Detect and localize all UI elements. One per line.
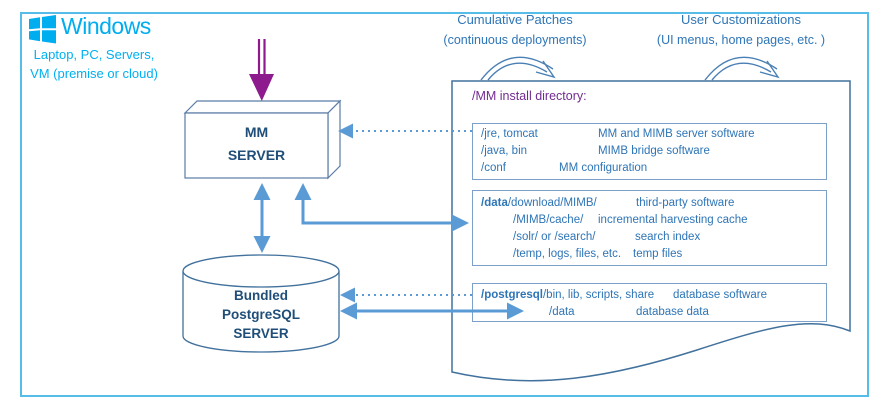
dirbox-server-software: /jre, tomcat MM and MIMB server software… [472, 123, 827, 180]
dir-desc: search index [635, 231, 701, 243]
cumulative-patches-label: Cumulative Patches (continuous deploymen… [400, 10, 630, 50]
customizations-subtitle: (UI menus, home pages, etc. ) [656, 33, 826, 47]
dir-desc: MIMB bridge software [598, 145, 710, 157]
dir-desc: database data [636, 306, 709, 318]
dir-path: /data/download/MIMB/ [481, 197, 597, 209]
windows-wordmark: Windows [61, 13, 151, 39]
dir-desc: MM configuration [559, 162, 648, 174]
patches-subtitle: (continuous deployments) [443, 33, 587, 47]
dir-path: /java, bin [481, 145, 528, 157]
windows-subtitle-line2: VM (premise or cloud) [30, 66, 158, 81]
dir-path: /data [549, 306, 575, 318]
dir-row: /data database data [473, 304, 826, 321]
windows-subtitle: Laptop, PC, Servers, VM (premise or clou… [16, 45, 172, 83]
dir-row: /data/download/MIMB/ third-party softwar… [473, 195, 826, 212]
dir-desc: third-party software [636, 197, 735, 209]
install-directory-title: /MM install directory: [472, 89, 587, 103]
dir-desc: MM and MIMB server software [598, 128, 755, 140]
patches-title: Cumulative Patches [457, 12, 573, 27]
dir-row: /postgresql/bin, lib, scripts, share dat… [473, 287, 826, 304]
dir-path: /conf [481, 162, 506, 174]
dir-row: /temp, logs, files, etc. temp files [473, 246, 826, 263]
dir-desc: database software [673, 289, 767, 301]
dir-row: /conf MM configuration [473, 160, 826, 177]
customizations-title: User Customizations [681, 12, 801, 27]
dir-path: /postgresql/bin, lib, scripts, share [481, 289, 655, 301]
dir-row: /solr/ or /search/ search index [473, 229, 826, 246]
dirbox-postgresql: /postgresql/bin, lib, scripts, share dat… [472, 283, 827, 322]
dir-path: /solr/ or /search/ [513, 231, 596, 243]
windows-subtitle-line1: Laptop, PC, Servers, [33, 47, 155, 62]
mm-server-label: MM SERVER [227, 124, 286, 163]
dir-row: /jre, tomcat MM and MIMB server software [473, 126, 826, 143]
dir-desc: incremental harvesting cache [598, 214, 748, 226]
postgres-server-label: Bundled PostgreSQL SERVER [221, 288, 300, 341]
dir-row: /java, bin MIMB bridge software [473, 143, 826, 160]
dir-row: /MIMB/cache/ incremental harvesting cach… [473, 212, 826, 229]
dirbox-data-directory: /data/download/MIMB/ third-party softwar… [472, 190, 827, 266]
dir-desc: temp files [633, 248, 683, 260]
user-customizations-label: User Customizations (UI menus, home page… [626, 10, 856, 50]
dir-path: /temp, logs, files, etc. [513, 248, 622, 260]
dir-path: /MIMB/cache/ [513, 214, 584, 226]
dir-path: /jre, tomcat [481, 128, 538, 140]
